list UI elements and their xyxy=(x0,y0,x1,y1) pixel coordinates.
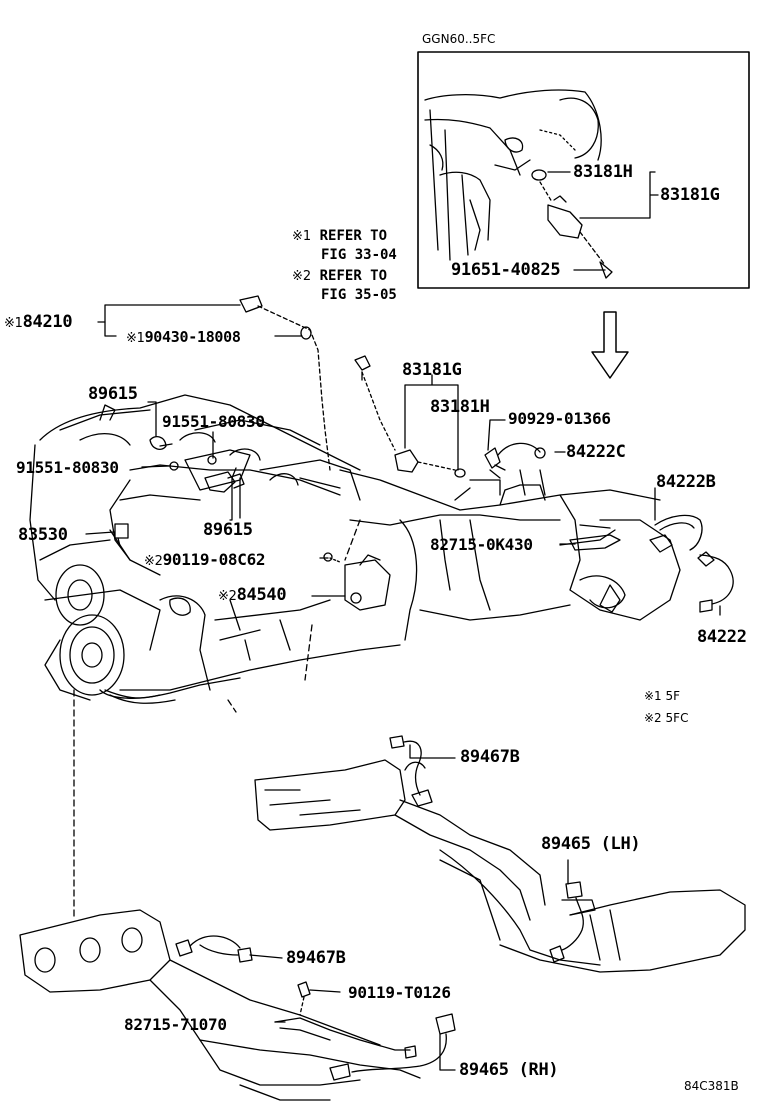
inset-leaders xyxy=(547,171,659,271)
part-89465-LH: 89465 (LH) xyxy=(541,834,641,854)
part-84222: 84222 xyxy=(697,627,747,647)
part-91551-left: 91551-80830 xyxy=(16,458,119,477)
note-1-text: 5F xyxy=(665,689,681,703)
refer-note-1-fig: FIG 33-04 xyxy=(321,247,397,263)
part-90929: 90929-01366 xyxy=(508,409,611,428)
o2-sensor-lower-drawing xyxy=(175,935,253,963)
part-83181G: 83181G xyxy=(402,360,462,380)
inset-transmission-drawing xyxy=(424,89,602,261)
part-89615-bottom: 89615 xyxy=(203,520,253,540)
part-84222B: 84222B xyxy=(656,472,716,492)
refer-note-2-fig: FIG 35-05 xyxy=(321,287,397,303)
sensor-84222-drawing xyxy=(569,514,734,613)
inset-title-text: GGN60..5FC xyxy=(422,32,496,46)
part-89465-RH: 89465 (RH) xyxy=(459,1060,559,1080)
part-89615-top: 89615 xyxy=(88,384,138,404)
part-90430-mark: ※1 xyxy=(126,331,145,346)
bracket-drawing xyxy=(274,981,417,1059)
pipe-drawing xyxy=(104,677,241,704)
part-82715-71070: 82715-71070 xyxy=(124,1015,227,1034)
refer-note-2-line1: REFER TO xyxy=(319,268,388,284)
o2-sensor-rh-drawing xyxy=(329,1013,456,1081)
part-89467B-lower: 89467B xyxy=(286,948,346,968)
part-90119-T0126: 90119-T0126 xyxy=(348,983,451,1002)
exhaust-lower-drawing xyxy=(19,909,421,1101)
part-83181H: 83181H xyxy=(430,397,490,417)
part-82715-0K430: 82715-0K430 xyxy=(430,535,533,554)
part-90119-08C62-mark: ※2 xyxy=(144,554,163,569)
note-2: ※2 5FC xyxy=(644,711,688,725)
part-83530: 83530 xyxy=(18,525,68,545)
leader-lines xyxy=(85,304,721,1071)
part-84540-mark: ※2 xyxy=(218,589,237,604)
direction-arrow xyxy=(591,311,629,379)
refer-note-2-mark: ※2 xyxy=(292,269,312,284)
part-84210-mark: ※1 xyxy=(4,316,23,331)
inset-sensor-drawing xyxy=(531,169,613,279)
refer-note-2: ※2 REFER TO xyxy=(292,268,387,285)
o2-sensor-lh-drawing xyxy=(549,881,596,963)
part-90119-08C62-number: 90119-08C62 xyxy=(162,550,266,569)
refer-note-1: ※1 REFER TO xyxy=(292,228,387,245)
switch-84540-drawing xyxy=(323,552,391,611)
inset-title: GGN60..5FC xyxy=(422,32,495,46)
o2-sensor-upper-drawing xyxy=(389,735,433,807)
engine-sensors-drawing xyxy=(114,295,312,547)
speed-sensor-drawing xyxy=(354,355,546,479)
refer-note-1-mark: ※1 xyxy=(292,229,312,244)
part-84210: ※184210 xyxy=(4,312,73,333)
note-2-mark: ※2 xyxy=(644,711,662,725)
pulley-drawing xyxy=(44,564,125,701)
refer-note-1-line1: REFER TO xyxy=(319,228,388,244)
inset-frame xyxy=(417,51,750,289)
part-84222C: 84222C xyxy=(566,442,626,462)
part-91651: 91651-40825 xyxy=(451,260,561,280)
part-84540-number: 84540 xyxy=(236,585,287,605)
engine-drawing xyxy=(29,394,401,699)
part-84210-number: 84210 xyxy=(22,312,73,332)
exhaust-upper-drawing xyxy=(254,759,746,973)
part-83181G-inset: 83181G xyxy=(660,185,720,205)
part-90430-number: 90430-18008 xyxy=(144,328,241,346)
note-1: ※1 5F xyxy=(644,689,680,703)
transmission-drawing xyxy=(339,469,681,641)
note-1-mark: ※1 xyxy=(644,689,662,703)
part-90119-08C62: ※290119-08C62 xyxy=(144,550,266,571)
part-91551-right: 91551-80830 xyxy=(162,412,265,431)
note-2-text: 5FC xyxy=(665,711,689,725)
dashed-lines xyxy=(73,519,361,921)
part-89467B-upper: 89467B xyxy=(460,747,520,767)
part-83181H-inset: 83181H xyxy=(573,162,633,182)
diagram-code: 84C381B xyxy=(684,1079,739,1093)
part-90430: ※190430-18008 xyxy=(126,328,241,348)
part-84540: ※284540 xyxy=(218,585,287,606)
